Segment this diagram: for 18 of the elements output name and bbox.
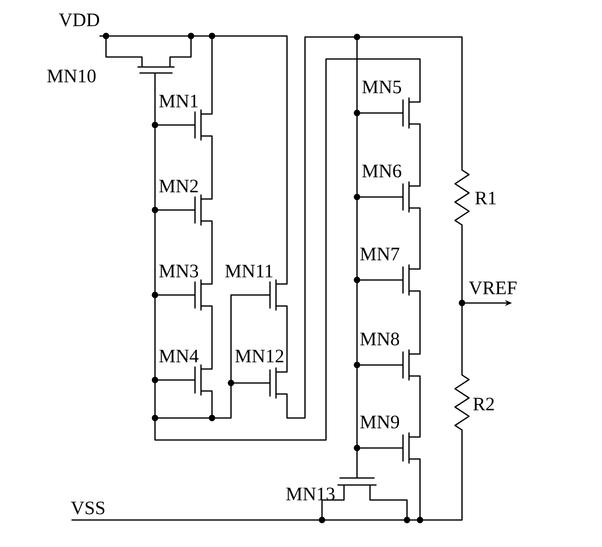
component-label: R1	[475, 192, 496, 204]
component-label: MN1	[159, 94, 198, 108]
component-label: MN9	[360, 416, 400, 428]
component-label: MN5	[362, 80, 402, 94]
signal-label: VREF	[468, 282, 517, 294]
component-label: MN13	[286, 488, 335, 500]
component-label: MN7	[360, 248, 400, 260]
component-label: MN4	[159, 350, 199, 362]
signal-label: VSS	[70, 502, 104, 514]
component-label: MN3	[159, 264, 198, 278]
component-label: MN12	[235, 350, 284, 362]
component-label: MN2	[159, 180, 198, 192]
component-label: R2	[473, 398, 494, 410]
component-label: MN6	[362, 164, 402, 178]
component-label: MN8	[360, 332, 400, 346]
component-label: MN10	[47, 70, 96, 82]
signal-label: VDD	[58, 14, 100, 26]
component-label: MN11	[225, 264, 272, 278]
